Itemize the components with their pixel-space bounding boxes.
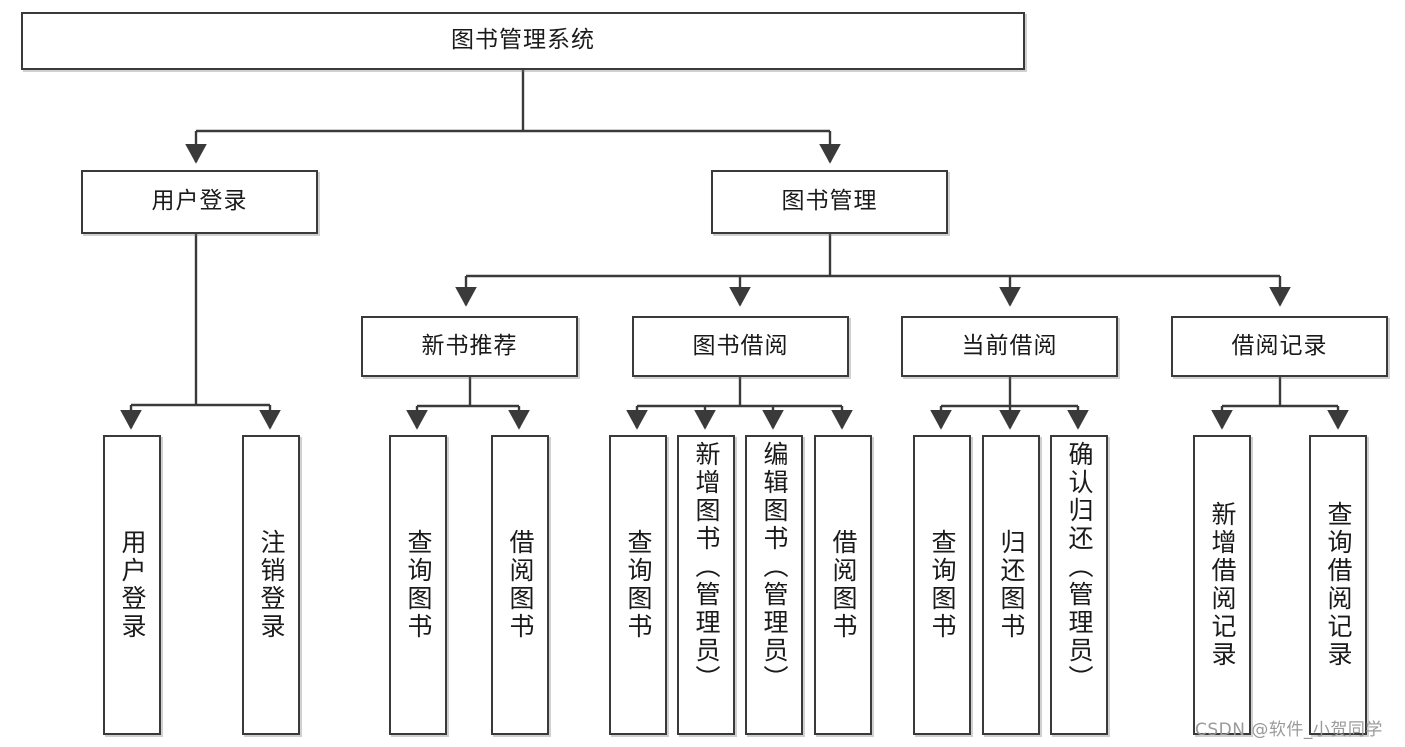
leaf-edit-book-label: 编辑图书（管理员） <box>760 441 789 693</box>
node-book-manage[interactable]: 图书管理 <box>711 170 948 234</box>
node-borrow-record[interactable]: 借阅记录 <box>1171 316 1388 377</box>
leaf-query-book-borrow[interactable]: 查询图书 <box>609 435 667 735</box>
leaf-query-book-current-label: 查询图书 <box>928 529 957 641</box>
leaf-query-borrow-record[interactable]: 查询借阅记录 <box>1309 435 1367 735</box>
leaf-borrow-book[interactable]: 借阅图书 <box>814 435 872 735</box>
leaf-user-login[interactable]: 用户登录 <box>103 435 161 735</box>
leaf-confirm-return-label: 确认归还（管理员） <box>1065 441 1094 693</box>
node-book-borrow-label: 图书借阅 <box>692 332 789 359</box>
leaf-borrow-book-recommend[interactable]: 借阅图书 <box>491 435 549 735</box>
leaf-query-book-current[interactable]: 查询图书 <box>913 435 971 735</box>
node-book-borrow[interactable]: 图书借阅 <box>632 316 849 377</box>
node-new-book-recommend[interactable]: 新书推荐 <box>361 316 578 377</box>
leaf-borrow-book-label: 借阅图书 <box>829 529 858 641</box>
leaf-return-book-label: 归还图书 <box>997 529 1026 641</box>
leaf-query-borrow-record-label: 查询借阅记录 <box>1324 501 1353 669</box>
leaf-query-book-recommend-label: 查询图书 <box>404 529 433 641</box>
leaf-user-login-label: 用户登录 <box>118 529 147 641</box>
node-current-borrow[interactable]: 当前借阅 <box>901 316 1118 377</box>
node-current-borrow-label: 当前借阅 <box>961 332 1058 359</box>
node-root-label: 图书管理系统 <box>451 27 595 54</box>
leaf-add-borrow-record-label: 新增借阅记录 <box>1208 501 1237 669</box>
node-user-login[interactable]: 用户登录 <box>81 170 318 234</box>
leaf-query-book-borrow-label: 查询图书 <box>624 529 653 641</box>
leaf-confirm-return[interactable]: 确认归还（管理员） <box>1050 435 1108 735</box>
leaf-edit-book[interactable]: 编辑图书（管理员） <box>745 435 803 735</box>
node-borrow-record-label: 借阅记录 <box>1231 332 1328 359</box>
leaf-add-borrow-record[interactable]: 新增借阅记录 <box>1193 435 1251 735</box>
node-book-manage-label: 图书管理 <box>781 188 878 215</box>
leaf-borrow-book-recommend-label: 借阅图书 <box>506 529 535 641</box>
leaf-return-book[interactable]: 归还图书 <box>982 435 1040 735</box>
leaf-add-book[interactable]: 新增图书（管理员） <box>677 435 735 735</box>
leaf-logout-label: 注销登录 <box>257 529 286 641</box>
leaf-add-book-label: 新增图书（管理员） <box>692 441 721 693</box>
node-user-login-label: 用户登录 <box>151 188 248 215</box>
node-root[interactable]: 图书管理系统 <box>21 12 1025 70</box>
leaf-logout[interactable]: 注销登录 <box>242 435 300 735</box>
node-new-book-recommend-label: 新书推荐 <box>421 332 518 359</box>
leaf-query-book-recommend[interactable]: 查询图书 <box>389 435 447 735</box>
